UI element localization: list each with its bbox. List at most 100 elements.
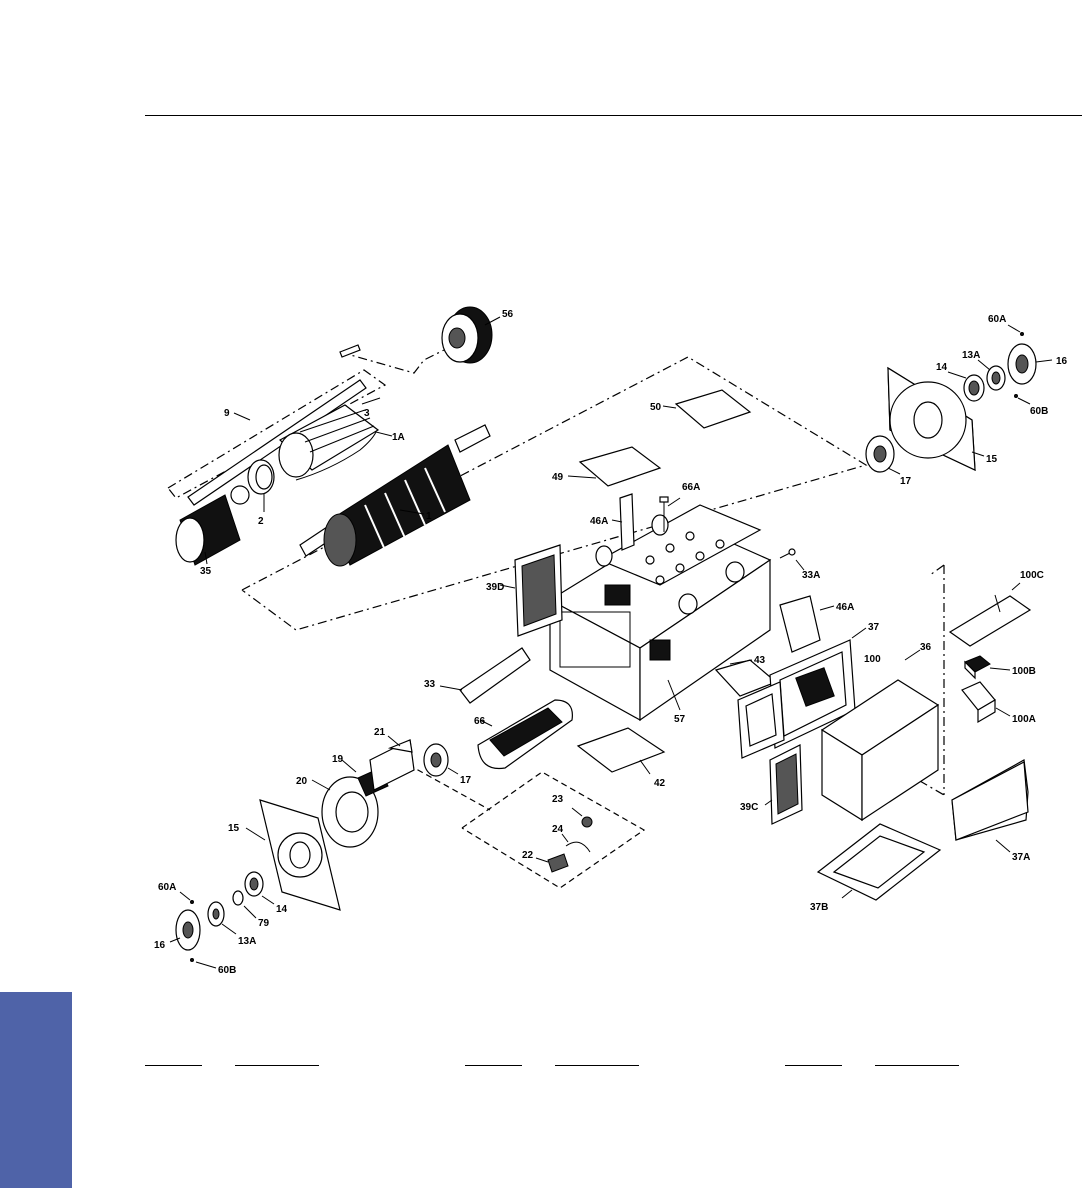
part-33A-bolt — [779, 548, 805, 571]
part-37A-plate-outline — [951, 761, 1029, 841]
table-header-rule — [235, 1065, 319, 1066]
callout-60A-right: 60A — [988, 314, 1006, 325]
callout-50: 50 — [650, 402, 662, 413]
part-56-commutator — [441, 306, 501, 364]
callout-21: 21 — [374, 727, 386, 738]
callout-42: 42 — [654, 778, 666, 789]
armature-group-boundary — [167, 369, 387, 499]
part-17-bearing-cap-left — [423, 743, 459, 777]
callout-43: 43 — [754, 655, 766, 666]
part-14-bearing-right — [947, 371, 985, 402]
callout-100: 100 — [864, 654, 881, 665]
part-21-bracket — [369, 735, 415, 791]
part-24-spring — [561, 833, 591, 853]
part-50-cover — [674, 389, 752, 429]
table-header-rule — [465, 1065, 522, 1066]
part-66A-bolt — [659, 496, 681, 532]
part-39C-grille — [769, 744, 803, 825]
callout-15-left: 15 — [228, 823, 240, 834]
part-60B-screw-right — [1014, 394, 1018, 398]
leader-37A — [995, 839, 1011, 853]
part-37-gasket-inner — [737, 681, 785, 759]
callout-60A-left: 60A — [158, 882, 176, 893]
conduit-group-tick — [929, 564, 945, 576]
leader-39D — [499, 584, 516, 589]
part-57-frame — [548, 504, 772, 722]
part-35-cartridge — [175, 485, 250, 566]
callout-100C: 100C — [1020, 570, 1044, 581]
callout-37: 37 — [868, 622, 880, 633]
part-9-shaft — [187, 344, 367, 506]
callout-22: 22 — [522, 850, 534, 861]
part-100A-clip — [961, 681, 1011, 724]
callout-33: 33 — [424, 679, 436, 690]
callout-49: 49 — [552, 472, 564, 483]
leader-39C — [764, 799, 773, 806]
part-13A-washer-right — [977, 359, 1006, 391]
rotor-group-boundary — [241, 356, 868, 631]
callout-56: 56 — [502, 309, 514, 320]
part-37-gasket — [769, 627, 867, 749]
part-17-bearing-cap-right — [865, 435, 901, 475]
callout-24: 24 — [552, 824, 564, 835]
part-2-ring — [247, 459, 275, 512]
callout-1A: 1A — [392, 432, 405, 443]
section-tab — [0, 992, 72, 1188]
shaft-group-boundary — [339, 349, 445, 374]
leader-60B-right — [1017, 397, 1031, 405]
callout-14-right: 14 — [936, 362, 948, 373]
part-66-cover — [477, 699, 573, 770]
part-20-gasket-ring — [311, 776, 379, 848]
leader-46A-a — [611, 519, 623, 523]
part-14-bearing-left — [244, 871, 275, 905]
leader-49 — [567, 475, 597, 479]
leader-60A-right — [1007, 324, 1021, 333]
callout-37A: 37A — [1012, 852, 1030, 863]
callout-1: 1 — [426, 511, 432, 522]
part-79-clip — [232, 890, 257, 919]
part-49-cover — [578, 446, 662, 487]
part-1A-wire — [295, 431, 377, 481]
callout-33A: 33A — [802, 570, 820, 581]
leader-43 — [729, 659, 753, 665]
part-60A-screw-right — [1020, 332, 1024, 336]
part-100B-block — [964, 655, 1011, 680]
part-23-brush — [571, 807, 593, 828]
part-1-rotor — [299, 424, 491, 567]
callout-46A-b: 46A — [836, 602, 854, 613]
callout-100B: 100B — [1012, 666, 1036, 677]
callout-46A-a: 46A — [590, 516, 608, 527]
callout-79: 79 — [258, 918, 270, 929]
part-16-bearing-cap-left — [169, 909, 201, 951]
part-36-conduit-box — [820, 649, 940, 822]
callout-37B: 37B — [810, 902, 828, 913]
callout-9: 9 — [224, 408, 230, 419]
part-22-holder — [535, 853, 569, 873]
leader-50 — [662, 405, 677, 409]
callout-100A: 100A — [1012, 714, 1036, 725]
callout-2: 2 — [258, 516, 264, 527]
brush-group-boundary — [461, 771, 646, 889]
table-header-rule — [875, 1065, 959, 1066]
part-15-end-bell-right — [887, 366, 985, 471]
callout-17-left: 17 — [460, 775, 472, 786]
leader-60A-left — [179, 891, 191, 901]
callout-66A: 66A — [682, 482, 700, 493]
part-3-armature-stack — [278, 397, 381, 478]
part-37B-gasket — [816, 823, 942, 901]
callout-16-right: 16 — [1056, 356, 1068, 367]
callout-35: 35 — [200, 566, 212, 577]
callout-60B-left: 60B — [218, 965, 236, 976]
part-39D-grille — [514, 544, 563, 637]
leader-46A-b — [819, 605, 835, 611]
table-header-rule — [555, 1065, 639, 1066]
callout-23: 23 — [552, 794, 564, 805]
table-header-rule — [785, 1065, 842, 1066]
table-header-rule — [145, 1065, 202, 1066]
callout-36: 36 — [920, 642, 932, 653]
part-46A-cover-a — [619, 493, 635, 551]
callout-57: 57 — [674, 714, 686, 725]
brush-leader-line — [399, 759, 491, 811]
part-60A-screw-left — [190, 900, 194, 904]
